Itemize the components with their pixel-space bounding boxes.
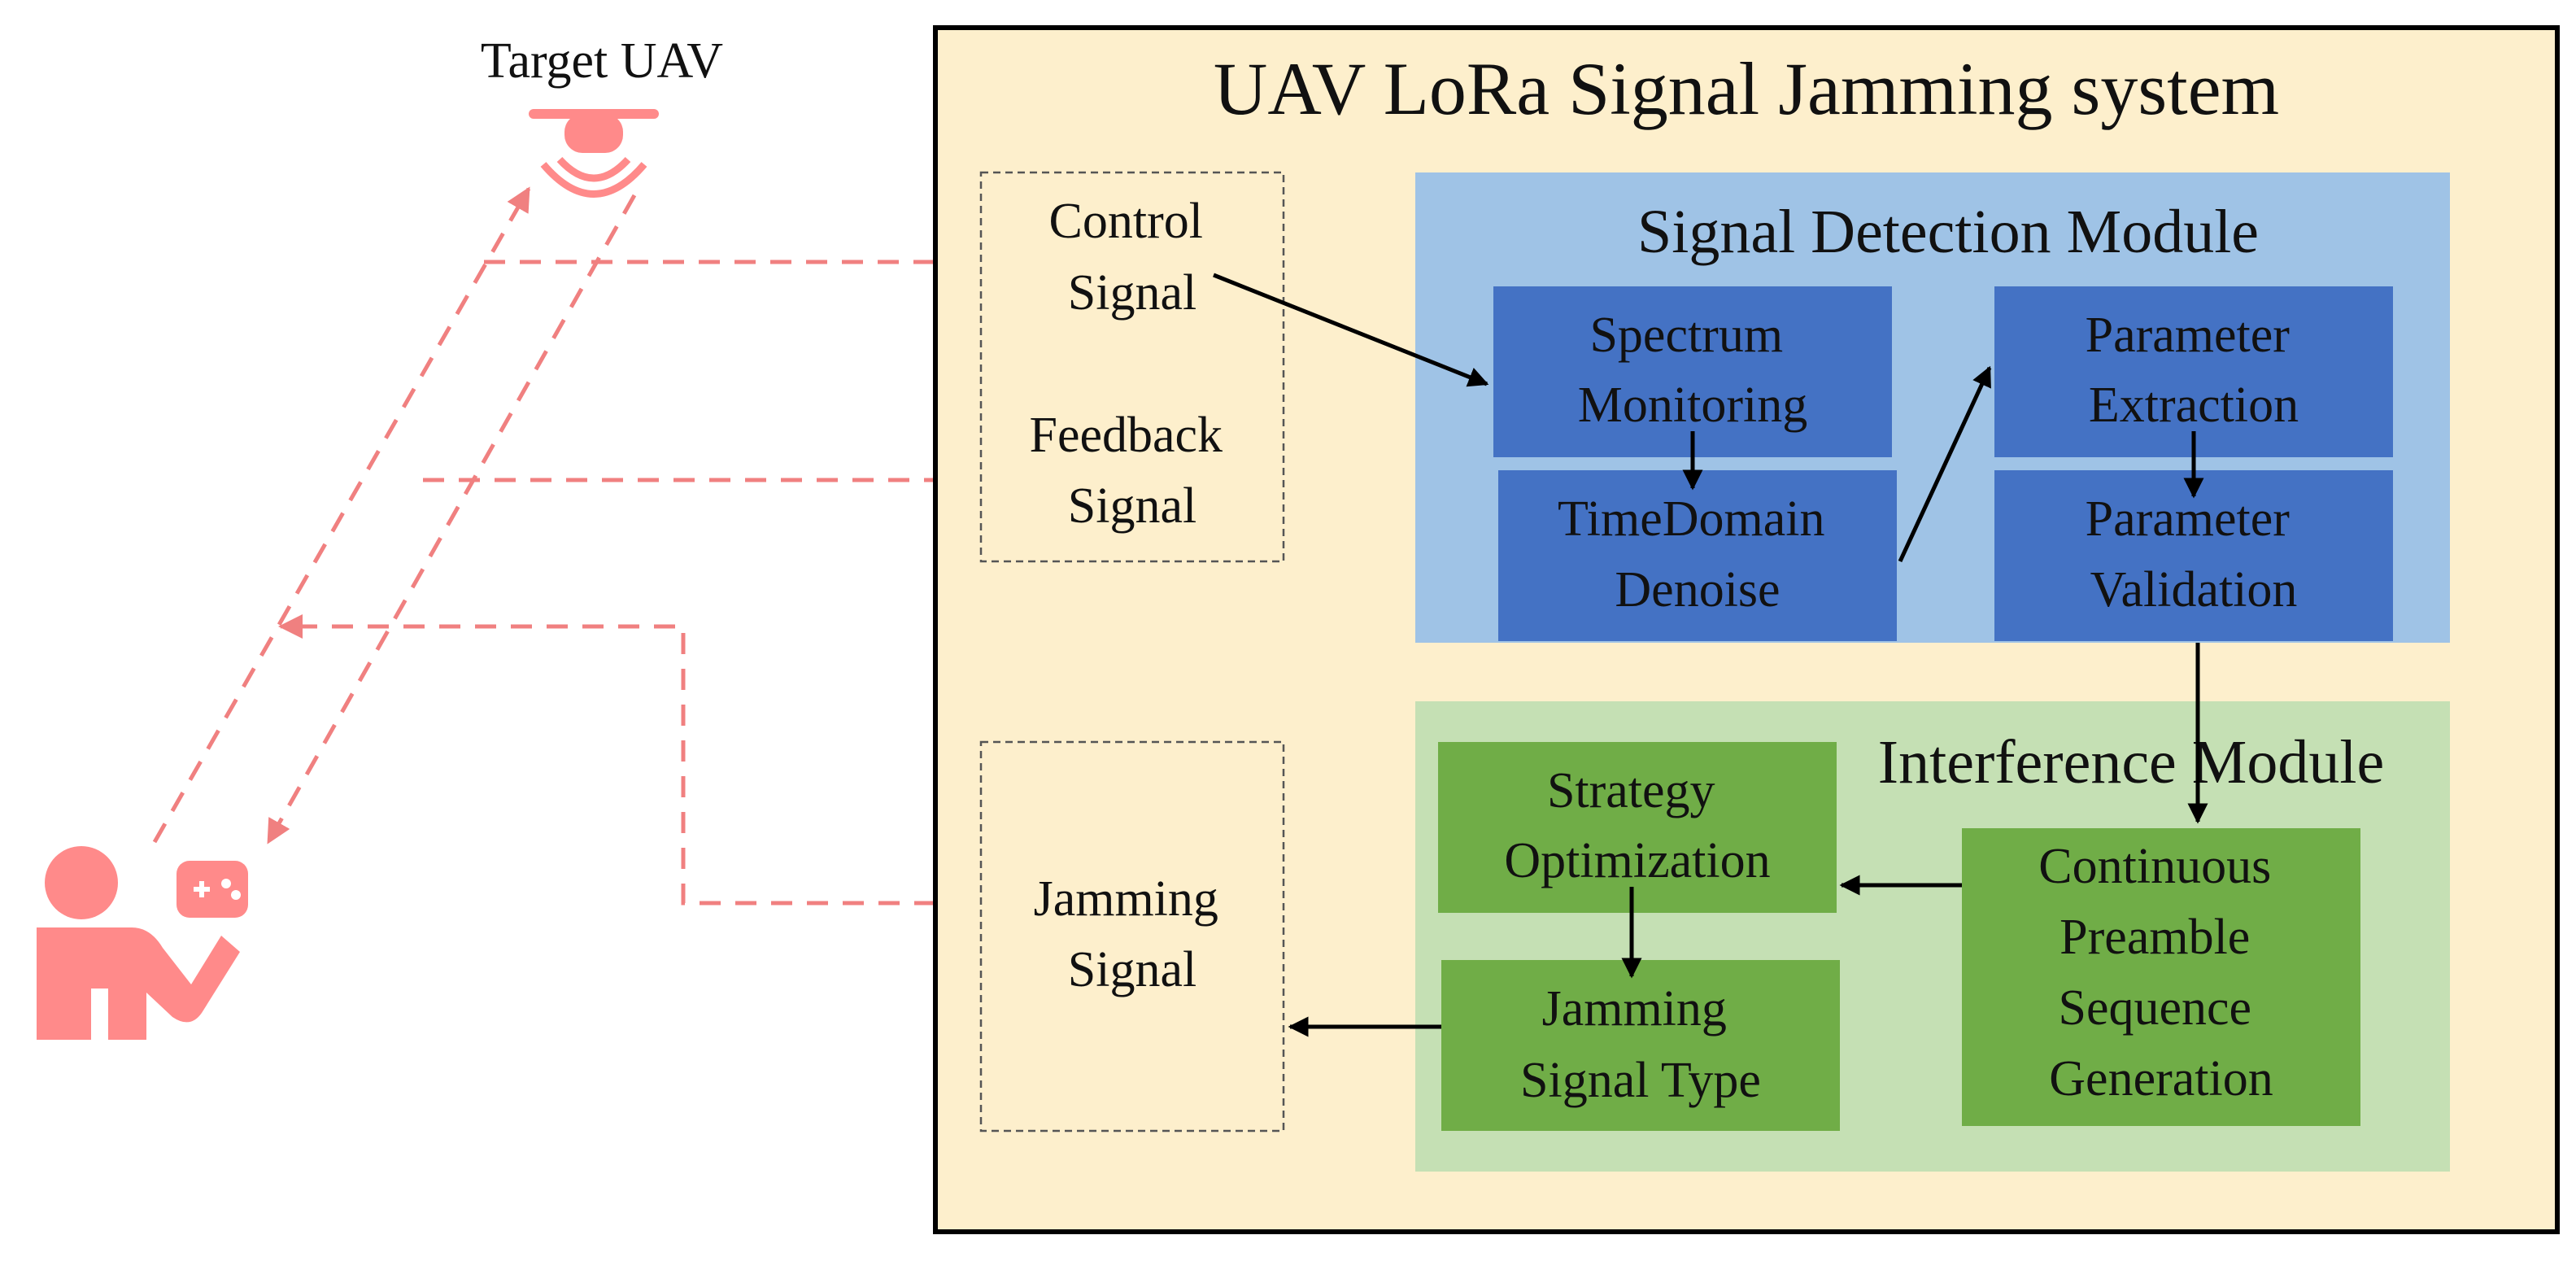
control-signal-label: Control Signal bbox=[1049, 194, 1216, 321]
timedomain-denoise-block bbox=[1498, 470, 1897, 641]
spectrum-monitoring-block bbox=[1493, 286, 1892, 457]
jamming-signal-type-block bbox=[1441, 960, 1840, 1131]
detection-module-title: Signal Detection Module bbox=[1637, 198, 2259, 266]
system-title: UAV LoRa Signal Jamming system bbox=[1214, 47, 2279, 130]
parameter-validation-block bbox=[1994, 470, 2393, 641]
parameter-extraction-block bbox=[1994, 286, 2393, 457]
interference-module-title: Interference Module bbox=[1878, 728, 2384, 796]
parameter-extraction-label: Parameter Extraction bbox=[2086, 308, 2303, 433]
jamming-signal-label: Jamming Signal bbox=[1034, 871, 1231, 997]
flow-arrows bbox=[1213, 273, 2208, 1037]
arrow-denoise-to-extraction bbox=[1898, 365, 1992, 563]
strategy-optimization-label: Strategy Optimization bbox=[1504, 763, 1770, 888]
control-feedback-signal-box bbox=[979, 171, 1285, 563]
feedback-signal-label: Feedback Signal bbox=[1029, 408, 1235, 534]
target-uav-label: Target UAV bbox=[481, 33, 723, 89]
arrow-control-to-spectrum bbox=[1213, 273, 1489, 387]
preamble-generation-label: Continuous Preamble Sequence Generation bbox=[2038, 839, 2283, 1106]
operator-icon bbox=[37, 846, 240, 1040]
strategy-optimization-block bbox=[1438, 742, 1837, 913]
jamming-signal-box bbox=[979, 740, 1285, 1133]
parameter-validation-label: Parameter Validation bbox=[2086, 491, 2303, 618]
preamble-generation-block bbox=[1962, 828, 2360, 1126]
spectrum-monitoring-label: Spectrum Monitoring bbox=[1578, 308, 1807, 433]
gamepad-icon bbox=[177, 861, 248, 918]
timedomain-denoise-label: TimeDomain Denoise bbox=[1558, 491, 1837, 618]
wireless-links bbox=[152, 186, 935, 906]
jamming-signal-type-label: Jamming Signal Type bbox=[1520, 981, 1761, 1108]
drone-icon bbox=[529, 109, 659, 198]
